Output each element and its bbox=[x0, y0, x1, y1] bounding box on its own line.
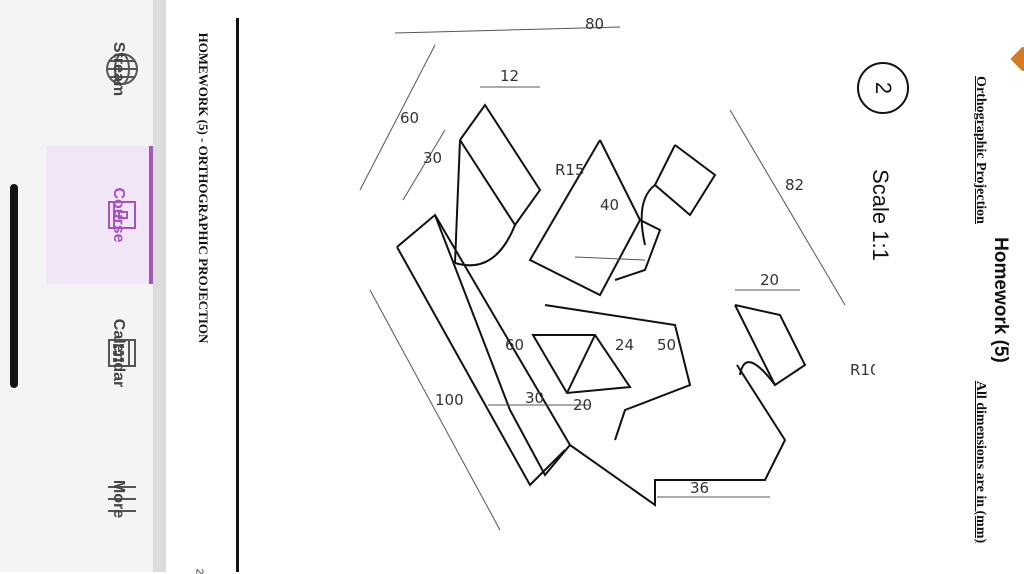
dim-label: 60 bbox=[505, 336, 524, 354]
dim-label: 24 bbox=[615, 336, 634, 354]
more-icon bbox=[108, 486, 136, 512]
nav-item-more[interactable]: More bbox=[46, 430, 153, 568]
dim-label: 40 bbox=[600, 196, 619, 214]
dim-label: 82 bbox=[785, 176, 804, 194]
dim-label: 30 bbox=[525, 389, 544, 407]
dim-label: 30 bbox=[423, 149, 442, 167]
nav-label-calendar: Calendar bbox=[110, 318, 127, 388]
nav-item-stream[interactable]: Stream bbox=[46, 0, 153, 138]
header-divider bbox=[236, 18, 239, 572]
dimension-lines bbox=[359, 26, 846, 531]
document-subtitle-units: All dimensions are in (mm) bbox=[973, 380, 988, 544]
dim-label: 100 bbox=[435, 391, 464, 409]
dim-label: 80 bbox=[585, 15, 604, 33]
globe-icon bbox=[106, 53, 138, 85]
dim-label: 12 bbox=[500, 67, 519, 85]
dim-label: R15 bbox=[555, 161, 585, 179]
document-title: Homework (5) bbox=[990, 237, 1011, 363]
problem-number-circle: 2 bbox=[857, 62, 909, 114]
dim-label: 20 bbox=[760, 271, 779, 289]
nav-label-more: More bbox=[110, 479, 127, 519]
calendar-icon bbox=[108, 339, 136, 367]
scrollbar-thumb[interactable] bbox=[10, 184, 18, 388]
document-header: HOMEWORK (5) - ORTHOGRAPHIC PROJECTION bbox=[196, 32, 211, 344]
dim-label: 20 bbox=[573, 396, 592, 414]
nav-item-course[interactable]: Course bbox=[46, 146, 153, 284]
dim-label: 50 bbox=[657, 336, 676, 354]
nav-rail-edge bbox=[153, 0, 166, 572]
drawing-outline bbox=[396, 103, 807, 507]
dim-label: 60 bbox=[400, 109, 419, 127]
nav-label-course: Course bbox=[110, 187, 127, 243]
dimension-labels: 80 12 60 30 R15 40 82 20 R10 60 24 50 30… bbox=[400, 15, 875, 497]
dim-label: 36 bbox=[690, 479, 709, 497]
isometric-drawing: 80 12 60 30 R15 40 82 20 R10 60 24 50 30… bbox=[359, 15, 875, 531]
dim-label: R10 bbox=[850, 361, 875, 379]
nav-label-stream: Stream bbox=[110, 41, 127, 97]
navigation-rail: Stream Course Calendar More bbox=[0, 0, 153, 572]
page-number: 2 bbox=[193, 568, 205, 574]
document-subtitle-topic: Orthographic Projection bbox=[973, 76, 988, 224]
university-logo bbox=[1010, 46, 1024, 72]
active-indicator bbox=[149, 146, 153, 284]
course-icon bbox=[108, 201, 136, 229]
nav-item-calendar[interactable]: Calendar bbox=[46, 284, 153, 422]
